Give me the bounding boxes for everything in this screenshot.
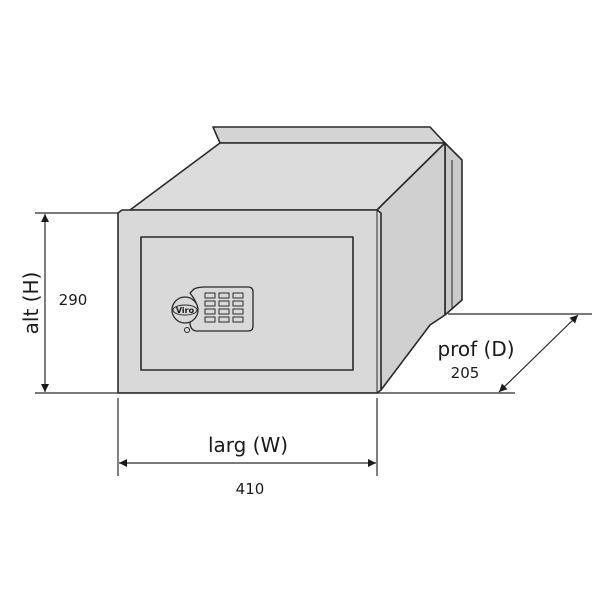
width-label: larg (W) xyxy=(208,433,288,457)
depth-dimension-arrow xyxy=(498,314,579,393)
brand-knob xyxy=(171,296,199,324)
height-value: 290 xyxy=(59,291,88,309)
safe-drawing xyxy=(117,126,463,394)
width-value: 410 xyxy=(236,480,265,498)
depth-value: 205 xyxy=(451,364,480,382)
brand-logo: Viro xyxy=(176,306,195,315)
safe-top-rim xyxy=(212,126,446,144)
dimension-lines xyxy=(35,212,592,476)
safe-flange xyxy=(444,142,463,316)
keypad-buttons xyxy=(204,292,244,323)
depth-label: prof (D) xyxy=(437,337,514,361)
height-label: alt (H) xyxy=(19,272,43,335)
indicator-led xyxy=(184,327,190,333)
